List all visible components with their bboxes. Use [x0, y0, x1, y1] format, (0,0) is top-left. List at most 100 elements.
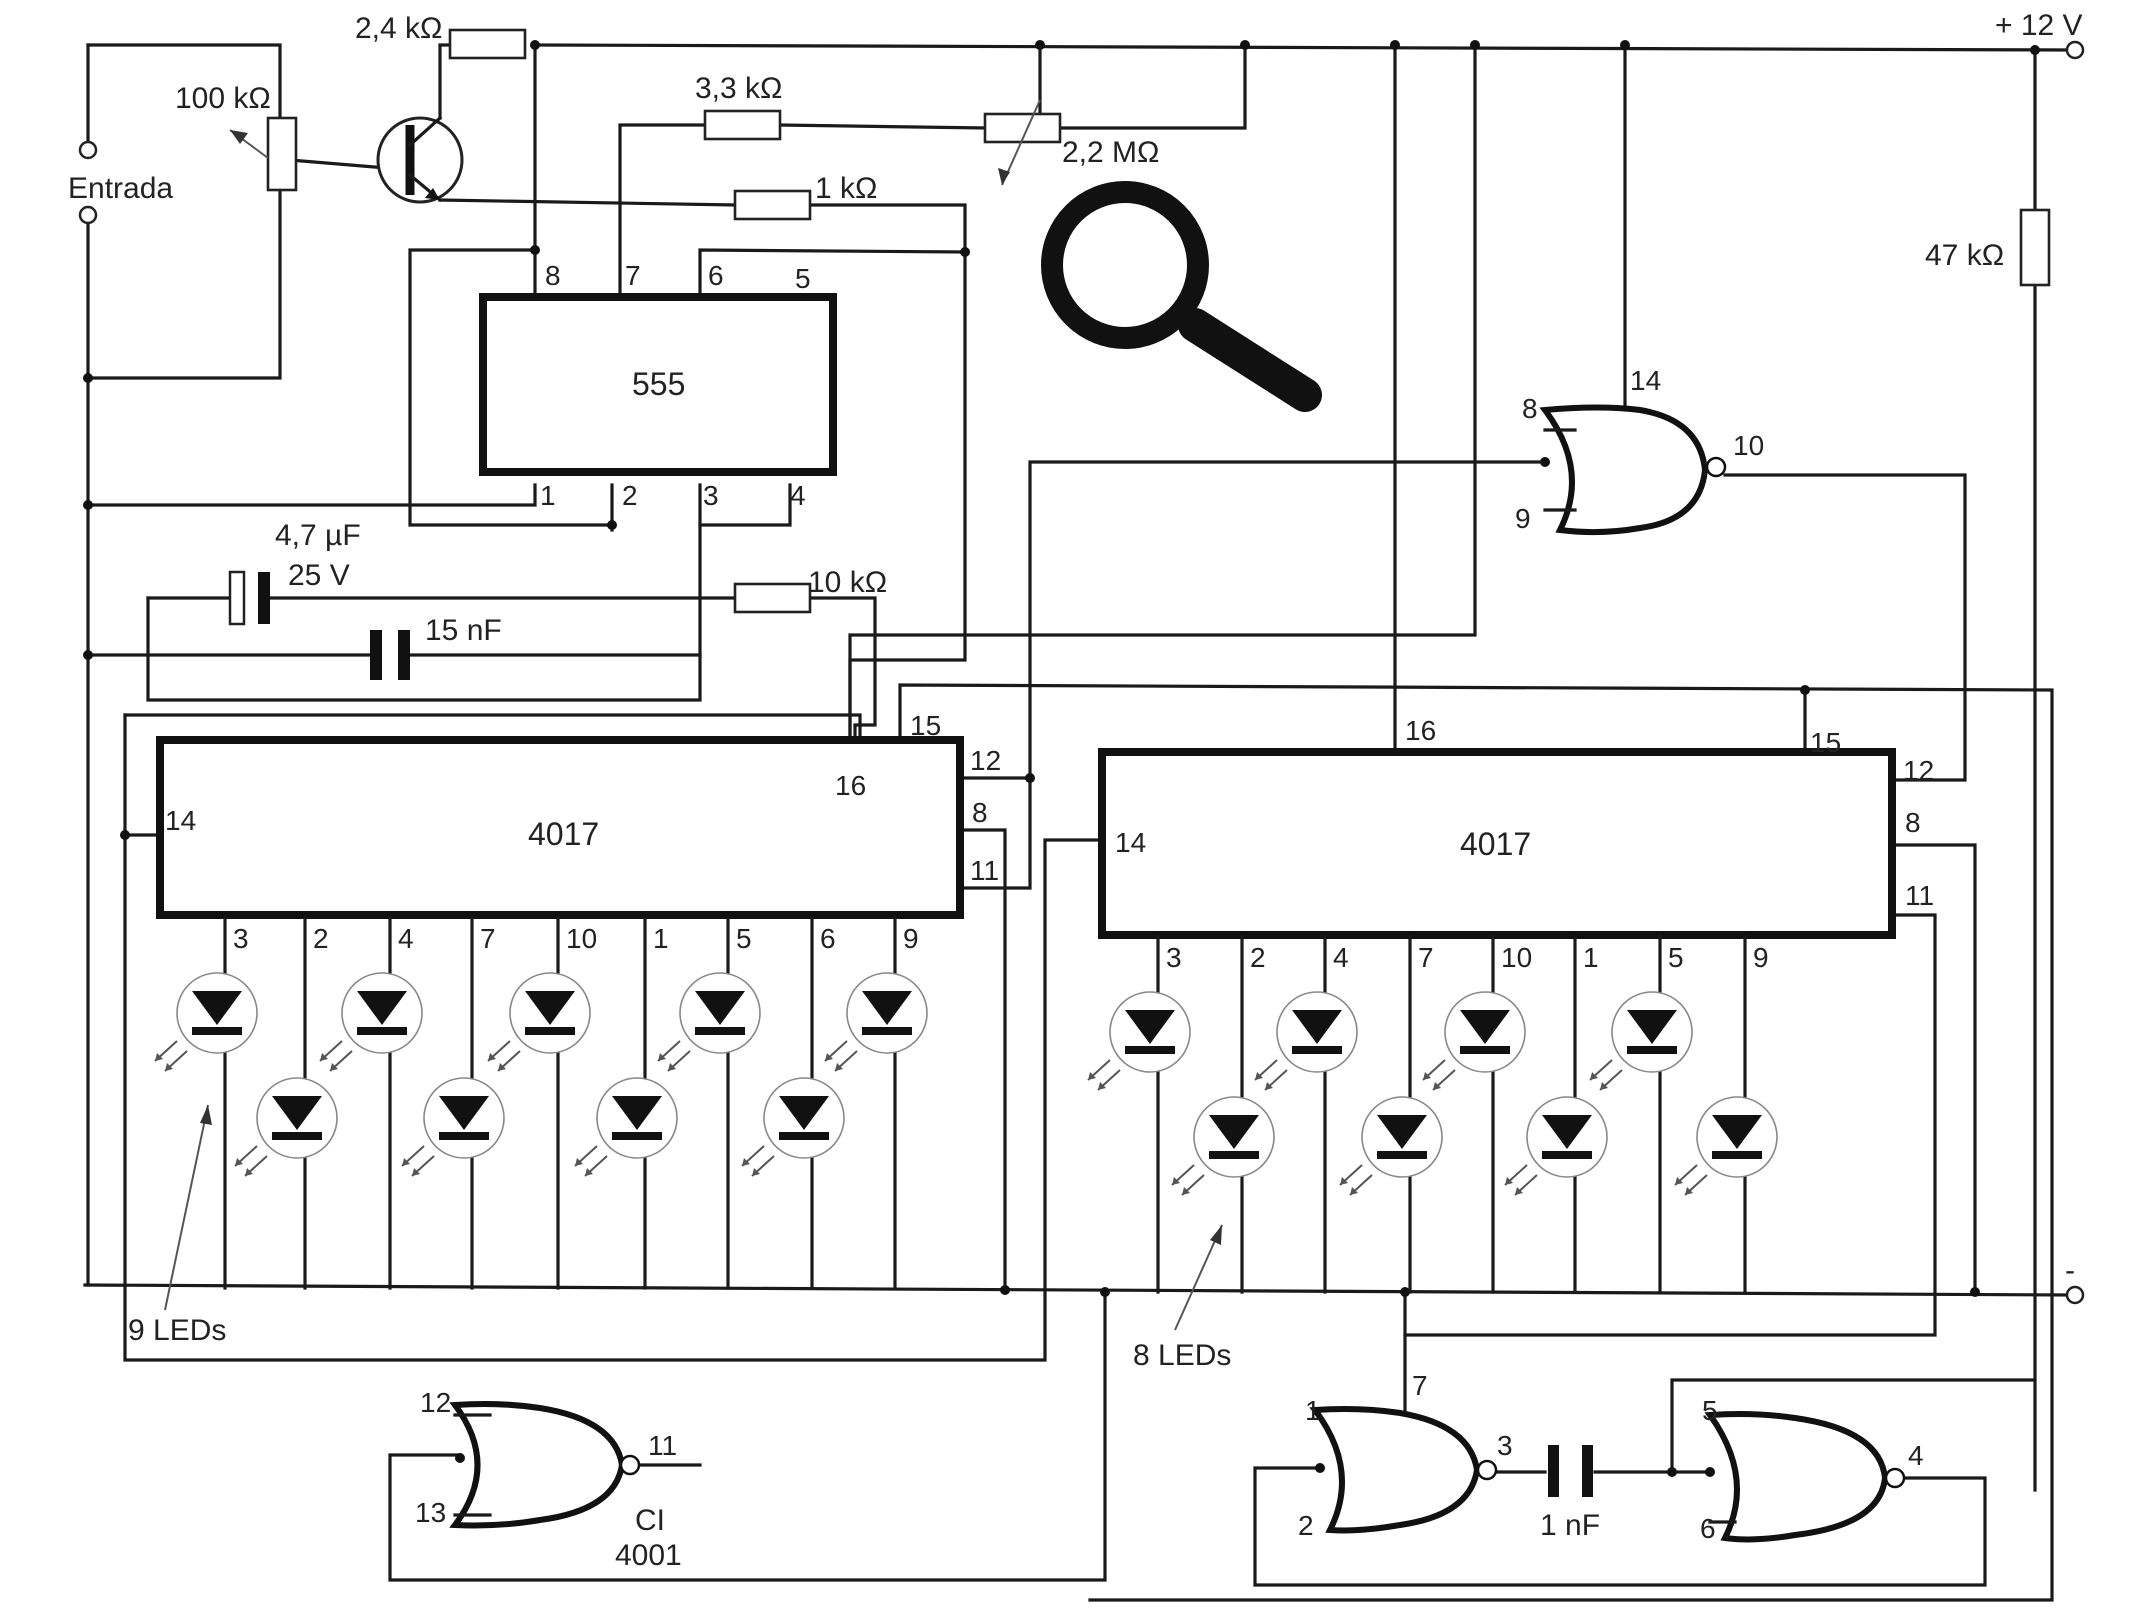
capacitor-c2 [370, 630, 410, 680]
led-pin-label: 5 [1668, 942, 1684, 973]
resistor-r4 [733, 189, 812, 221]
ic-4017-right-name: 4017 [1460, 826, 1531, 862]
led-column: 9 [1674, 935, 1778, 1294]
led-column: 3 [1087, 935, 1191, 1294]
capacitor-c3-label: 1 nF [1540, 1509, 1600, 1542]
led-pin-label: 9 [903, 923, 919, 954]
led-pin-label: 7 [480, 923, 496, 954]
resistor-r2-label: 3,3 kΩ [695, 72, 782, 105]
capacitor-c3 [1548, 1445, 1593, 1497]
led-pin-label: 7 [1418, 942, 1434, 973]
resistor-r6-label: 47 kΩ [1925, 239, 2004, 272]
led-icon [1422, 991, 1526, 1091]
led-icon [234, 1077, 338, 1177]
led-pin-label: 3 [233, 923, 249, 954]
junction-dots [83, 40, 2040, 1477]
supply-plus-label: + 12 V [1995, 9, 2083, 42]
ic-555 [479, 293, 837, 476]
ic-4017-right-pin-16: 16 [1405, 715, 1436, 746]
led-pin-label: 1 [1583, 942, 1599, 973]
gate-top-out: 10 [1733, 430, 1764, 461]
gate-br-in1: 5 [1702, 1395, 1718, 1426]
led-column: 10 [487, 916, 597, 1290]
leds-right-label: 8 LEDs [1133, 1339, 1231, 1372]
ic-4017-right [1098, 748, 1896, 939]
led-column: 5 [1589, 935, 1693, 1294]
leds-left-arrow [164, 1104, 209, 1311]
ic-555-pin-4: 4 [790, 480, 806, 511]
supply-minus-label: - [2065, 1254, 2075, 1287]
led-icon [1504, 1096, 1608, 1196]
gate-bl-in1: 12 [420, 1387, 451, 1418]
led-pin-label: 4 [398, 923, 414, 954]
led-icon [741, 1077, 845, 1177]
led-icon [1339, 1096, 1443, 1196]
led-column: 3 [154, 916, 258, 1290]
ic-555-pin-1: 1 [540, 480, 556, 511]
led-icon [1674, 1096, 1778, 1196]
led-icon [1171, 1096, 1275, 1196]
gate-bm-in1: 1 [1305, 1395, 1321, 1426]
led-icon [1589, 991, 1693, 1091]
led-column: 10 [1422, 935, 1532, 1294]
ic-555-pin-6: 6 [708, 260, 724, 291]
led-pin-label: 5 [736, 923, 752, 954]
led-pin-label: 10 [566, 923, 597, 954]
led-column: 5 [657, 916, 761, 1290]
led-icon [401, 1077, 505, 1177]
led-icon [154, 972, 258, 1072]
led-column: 1 [1504, 935, 1608, 1294]
ic-555-pin-8: 8 [545, 260, 561, 291]
capacitor-c1-value: 4,7 µF [275, 519, 361, 552]
capacitor-c1 [228, 570, 270, 626]
ic-4017-left-pin-8: 8 [972, 797, 988, 828]
led-pin-label: 10 [1501, 942, 1532, 973]
resistor-r2 [703, 109, 782, 141]
ic-555-name: 555 [632, 366, 685, 402]
resistor-r7 [733, 582, 812, 614]
ic-4017-left [156, 736, 964, 919]
led-pin-label: 9 [1753, 942, 1769, 973]
led-column: 1 [574, 916, 678, 1290]
ic-555-pin-3: 3 [703, 480, 719, 511]
ic-4017-right-pin-11: 11 [1905, 880, 1934, 911]
resistor-r6 [2019, 208, 2051, 287]
capacitor-c1-voltage: 25 V [288, 559, 350, 592]
led-column: 2 [1171, 935, 1275, 1294]
gate-bl-in2: 13 [415, 1497, 446, 1528]
resistor-r7-label: 10 kΩ [808, 566, 887, 599]
led-icon [487, 972, 591, 1072]
leds-left-label: 9 LEDs [128, 1314, 226, 1347]
resistor-r5-pot [229, 116, 298, 192]
resistor-r3 [983, 99, 1062, 186]
led-icon [574, 1077, 678, 1177]
gate-br-in2: 6 [1700, 1513, 1716, 1544]
ic-4017-left-pin-12: 12 [970, 745, 1001, 776]
resistor-r5-label: 100 kΩ [175, 82, 271, 115]
gate-top-in1: 8 [1522, 393, 1538, 424]
nor-gate-bottom-left [449, 1401, 641, 1529]
resistor-r3-label: 2,2 MΩ [1062, 136, 1159, 169]
led-column: 4 [1254, 935, 1358, 1294]
nor-gate-bottom-mid [1309, 1406, 1498, 1534]
ic-4017-right-pin-12: 12 [1903, 755, 1934, 786]
resistor-r1 [448, 28, 527, 60]
input-label: Entrada [68, 172, 173, 205]
gate-bl-ic-line2: 4001 [615, 1539, 682, 1572]
magnifier-icon [1041, 181, 1322, 412]
resistor-r1-label: 2,4 kΩ [355, 12, 442, 45]
ic-4017-left-name: 4017 [528, 816, 599, 852]
gate-bm-vss: 7 [1412, 1370, 1428, 1401]
gate-top-in2: 9 [1515, 503, 1531, 534]
gate-bm-in2: 2 [1298, 1510, 1314, 1541]
ic-4017-left-pin-15: 15 [910, 710, 941, 741]
led-icon [824, 972, 928, 1072]
ic-4017-left-pin-16: 16 [835, 770, 866, 801]
led-pin-label: 4 [1333, 942, 1349, 973]
led-column: 4 [319, 916, 423, 1290]
ic-4017-right-pin-15: 15 [1810, 727, 1841, 758]
nor-gate-bottom-right [1704, 1411, 1906, 1543]
